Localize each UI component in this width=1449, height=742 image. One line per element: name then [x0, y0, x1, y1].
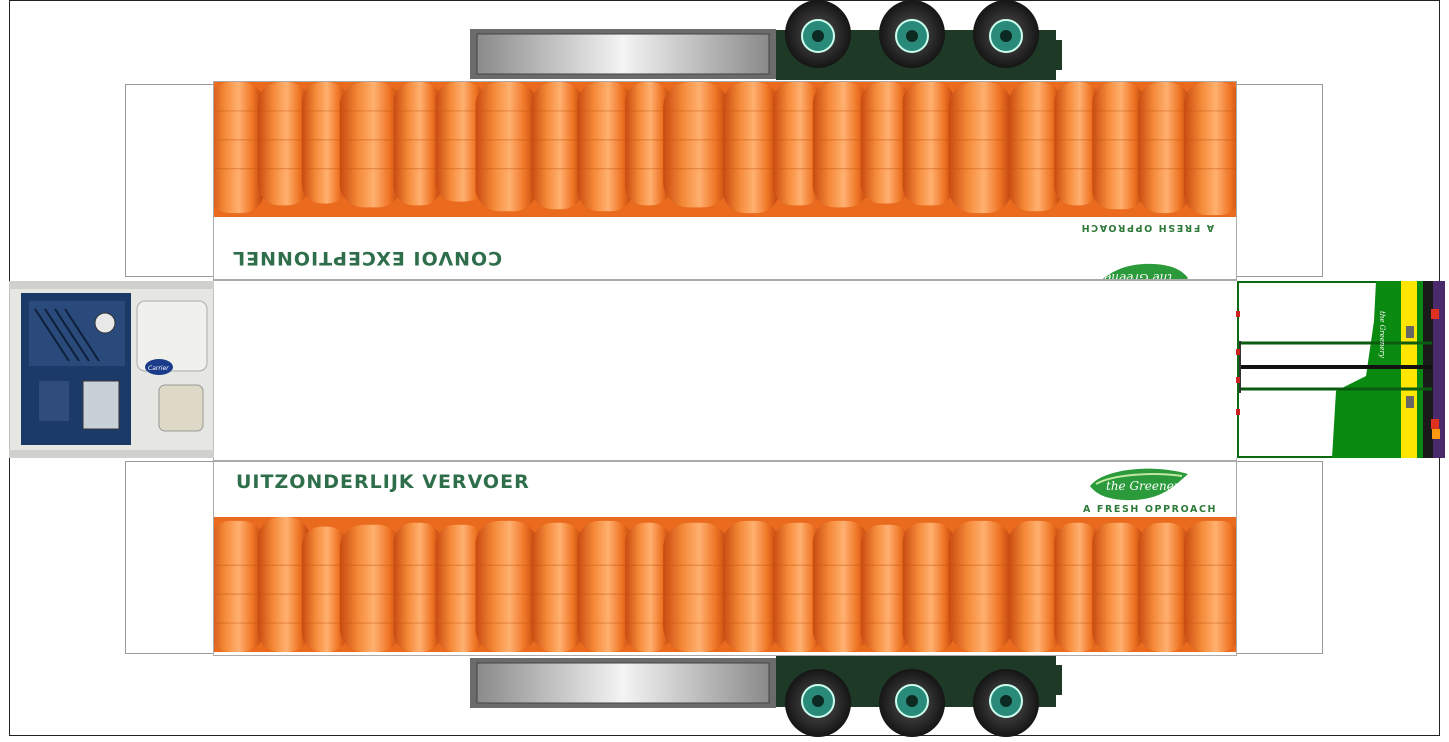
side-slogan-top: CONVOI EXCEPTIONNEL: [232, 247, 503, 269]
glue-flap-top-right: [1236, 84, 1323, 277]
glue-flap-top-left: [125, 84, 214, 277]
rear-yellow-stripe: [1401, 281, 1417, 458]
logo-text: the Greenery: [1106, 479, 1187, 493]
trailer-front-reefer: Carrier: [8, 280, 215, 459]
tagline-top: A FRESH OPPROACH: [1080, 222, 1215, 233]
greenery-logo: the Greenery: [1084, 462, 1194, 522]
wheel: [973, 0, 1039, 68]
carrier-logo: [145, 359, 173, 375]
rear-green-band: [1332, 281, 1401, 458]
carrot-pattern: [214, 82, 1236, 217]
svg-text:Carrier: Carrier: [148, 365, 169, 372]
top-undercarriage: [468, 0, 1063, 82]
glue-flap-bottom-right: [1236, 461, 1323, 654]
bottom-undercarriage: [468, 655, 1063, 738]
tail-light: [1431, 309, 1439, 319]
glue-flap-bottom-left: [125, 461, 214, 654]
trailer-roof: [213, 280, 1237, 461]
carrot-pattern: [214, 517, 1236, 652]
logo-text: the Greenery: [1091, 271, 1172, 280]
wheel: [879, 669, 945, 737]
gauge-icon: [94, 312, 116, 334]
tagline-bottom: A FRESH OPPROACH: [1083, 504, 1218, 515]
rear-logo-text: the Greenery: [1378, 311, 1386, 359]
wheel: [785, 0, 851, 68]
trailer-side-top: CONVOI EXCEPTIONNEL the Greenery A FRESH…: [213, 81, 1237, 280]
wheel: [973, 669, 1039, 737]
greenery-logo: the Greenery: [1084, 242, 1194, 280]
tail-light: [1431, 419, 1439, 429]
side-slogan-bottom: UITZONDERLIJK VERVOER: [236, 471, 530, 493]
trailer-side-bottom: UITZONDERLIJK VERVOER the Greenery A FRE…: [213, 461, 1237, 656]
wheel: [879, 0, 945, 68]
wheel: [785, 669, 851, 737]
trailer-rear-doors: the Greenery: [1236, 281, 1447, 458]
